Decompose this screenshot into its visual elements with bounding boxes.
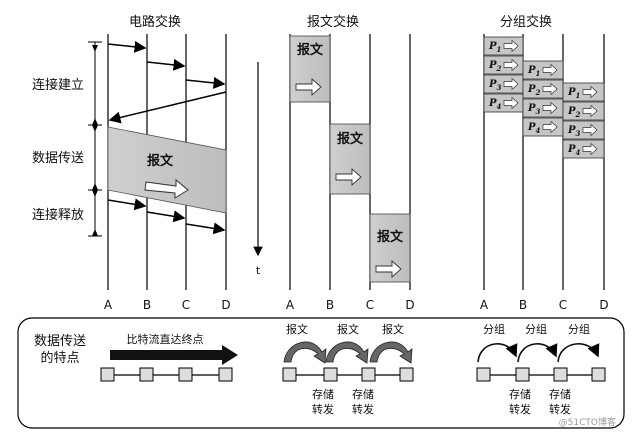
bitstream-arrow <box>110 345 238 365</box>
packet-node-a: A <box>480 298 489 312</box>
packet-label: P1 <box>567 87 580 100</box>
message-hop-caption-3: 报文 <box>382 322 404 336</box>
packet-node-b: B <box>519 298 527 312</box>
message-node-a: A <box>286 298 295 312</box>
circuit-release-arrows <box>107 198 226 235</box>
packet-label: P3 <box>527 103 541 116</box>
packet-cell: P1 <box>522 60 564 80</box>
packet-label: P3 <box>488 79 502 92</box>
packet-store-line1-b: 存储 <box>549 387 571 401</box>
packet-cell: P3 <box>522 98 564 118</box>
packet-cell: P2 <box>522 79 564 99</box>
phase-label-setup: 连接建立 <box>32 77 84 93</box>
time-axis-label: t <box>256 264 261 277</box>
packet-cell: P4 <box>483 93 524 113</box>
message-hop-1-label-top: 报文 <box>297 42 324 58</box>
message-curved-arrows <box>283 341 413 364</box>
message-store-line1-a: 存储 <box>312 387 334 401</box>
packet-hop-caption-3: 分组 <box>568 322 590 336</box>
feature-label-line1: 数据传送 <box>34 334 86 349</box>
packet-cell: P3 <box>562 120 605 140</box>
message-hop-1-arrow <box>295 77 322 97</box>
packet-curved-arrows <box>477 343 600 363</box>
message-hop-caption-1: 报文 <box>286 322 308 336</box>
circuit-message-band <box>107 126 227 214</box>
circuit-node-a: A <box>104 298 113 312</box>
message-hop-caption-2: 报文 <box>337 322 359 336</box>
circuit-message-label: 报文 <box>147 153 174 169</box>
phase-bracket <box>88 41 102 237</box>
circuit-node-c: C <box>182 298 190 312</box>
message-hop-3-label: 报文 <box>377 229 404 245</box>
packet-label: P2 <box>527 84 541 97</box>
packet-node-d: D <box>599 298 608 312</box>
packet-cell: P1 <box>562 82 605 102</box>
packet-hop-caption-2: 分组 <box>525 322 547 336</box>
packet-store-line1-a: 存储 <box>509 387 531 401</box>
packet-arrow-icon <box>503 96 519 110</box>
packet-cell: P3 <box>483 74 524 94</box>
watermark: @51CTO博客 <box>559 416 616 428</box>
packet-label: P1 <box>527 65 540 78</box>
message-chain <box>282 367 414 382</box>
message-store-line1-b: 存储 <box>352 387 374 401</box>
packet-label: P4 <box>567 144 581 157</box>
message-node-b: B <box>326 298 334 312</box>
packet-chain <box>476 367 606 382</box>
packet-cell: P1 <box>483 36 524 56</box>
packet-label: P4 <box>488 98 502 111</box>
packet-arrow-icon <box>503 58 519 72</box>
message-node-c: C <box>366 298 374 312</box>
circuit-node-b: B <box>143 298 151 312</box>
packet-label: P2 <box>567 106 581 119</box>
feature-label-line2: 的特点 <box>40 350 79 366</box>
packet-arrow-icon <box>582 123 598 137</box>
packet-cell: P4 <box>562 139 605 159</box>
phase-label-release: 连接释放 <box>32 207 84 223</box>
circuit-caption: 比特流直达终点 <box>127 332 204 346</box>
packet-label: P2 <box>488 60 502 73</box>
circuit-message-arrow <box>144 178 189 199</box>
packet-label: P1 <box>488 41 501 54</box>
packet-arrow-icon <box>503 39 519 53</box>
title-packet-switching: 分组交换 <box>500 14 552 30</box>
message-hop-2-arrow <box>335 167 362 187</box>
packet-label: P3 <box>567 125 581 138</box>
title-circuit-switching: 电路交换 <box>129 14 181 30</box>
message-store-line2-b: 转发 <box>352 402 374 416</box>
bottom-panel <box>17 317 625 429</box>
phase-label-transfer: 数据传送 <box>32 151 84 166</box>
message-hop-2-label: 报文 <box>337 131 364 147</box>
packet-arrow-icon <box>582 85 598 99</box>
packet-hop-caption-1: 分组 <box>483 322 505 336</box>
message-hop-3-arrow <box>375 259 402 279</box>
packet-cell: P2 <box>562 101 605 121</box>
packet-cell: P2 <box>483 55 524 75</box>
title-message-switching: 报文交换 <box>307 14 359 30</box>
message-node-d: D <box>405 298 414 312</box>
packet-arrow-icon <box>542 120 558 134</box>
packet-arrow-icon <box>582 142 598 156</box>
packet-store-line2-b: 转发 <box>549 402 571 416</box>
circuit-setup-arrows <box>107 40 227 124</box>
packet-node-c: C <box>559 298 567 312</box>
message-hop-2: 报文 <box>329 123 371 195</box>
packet-label: P4 <box>527 122 541 135</box>
circuit-chain <box>100 367 233 382</box>
packet-arrow-icon <box>542 101 558 115</box>
packet-arrow-icon <box>582 104 598 118</box>
message-hop-1: 报文 <box>289 35 331 103</box>
packet-store-line2-a: 转发 <box>509 402 531 416</box>
packet-arrow-icon <box>503 77 519 91</box>
circuit-node-d: D <box>221 298 230 312</box>
message-hop-3: 报文 <box>369 213 411 283</box>
message-store-line2-a: 转发 <box>312 402 334 416</box>
packet-cell: P4 <box>522 117 564 137</box>
packet-arrow-icon <box>542 82 558 96</box>
packet-arrow-icon <box>542 63 558 77</box>
